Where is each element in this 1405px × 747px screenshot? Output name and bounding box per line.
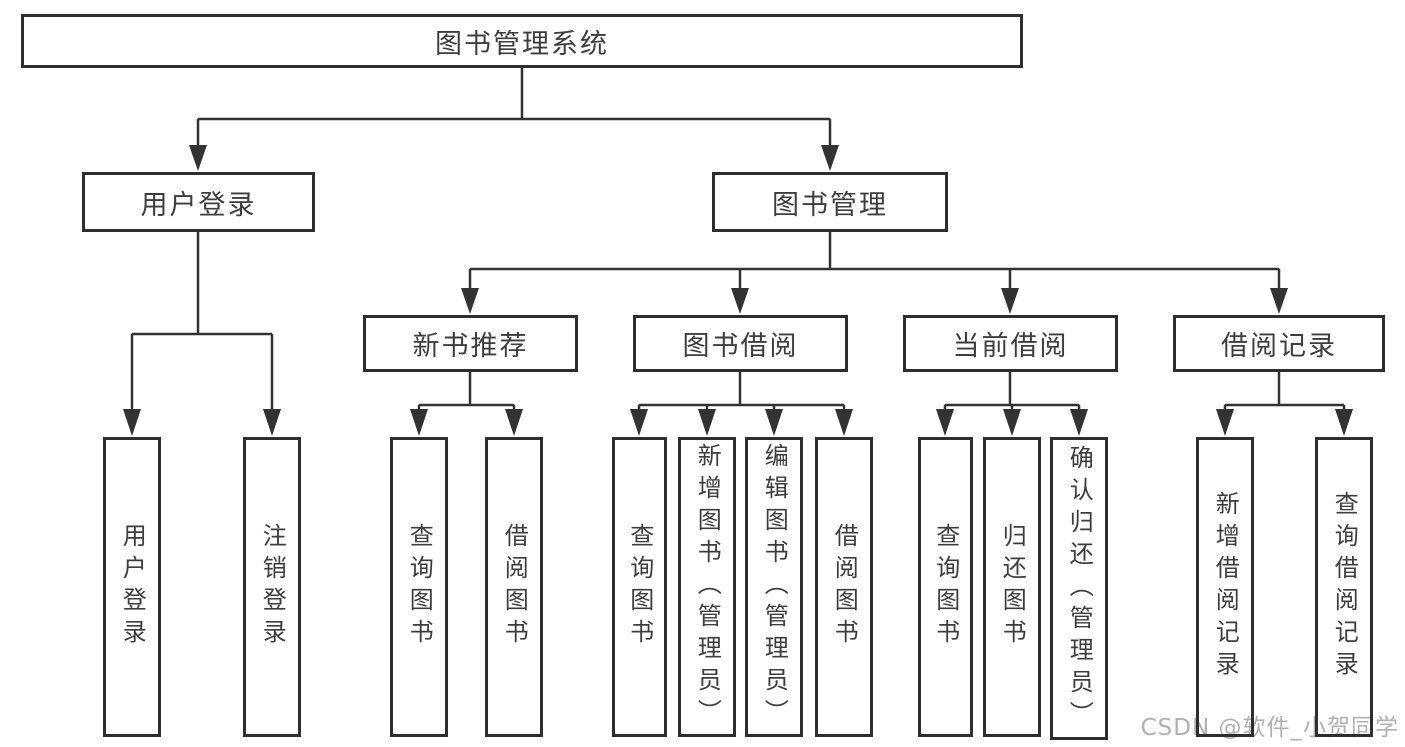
leaf-logout-label: 注销登录 [258,523,287,651]
leaf-query-books-borrow-label: 查询图书 [625,523,654,651]
arrow-icon [936,409,954,436]
node-new-book-recommend-label: 新书推荐 [412,331,529,362]
leaf-add-borrow-record: 新增借阅记录 [1196,437,1254,737]
node-book-management: 图书管理 [712,172,948,232]
node-book-borrow-label: 图书借阅 [682,331,799,362]
leaf-add-borrow-record-label: 新增借阅记录 [1211,491,1240,683]
leaf-edit-book-admin: 编辑图书（管理员） [745,437,803,737]
leaf-query-borrow-record-label: 查询借阅记录 [1330,491,1359,683]
node-current-borrow: 当前借阅 [903,315,1118,372]
arrow-icon [731,288,749,314]
leaf-query-books-current-label: 查询图书 [931,523,960,651]
node-user-login-label: 用户登录 [140,189,257,221]
leaf-return-book-label: 归还图书 [998,523,1027,651]
arrow-icon [765,409,783,436]
leaf-add-book-admin-label: 新增图书（管理员） [693,443,722,731]
connector-mgmt-to-submodules [468,232,1281,290]
leaf-edit-book-admin-label: 编辑图书（管理员） [760,443,789,731]
arrow-icon [1216,409,1234,436]
leaf-user-login-label: 用户登录 [118,523,147,651]
leaf-user-login: 用户登录 [103,437,161,737]
connector-root-to-modules [196,68,832,150]
arrow-icon [263,409,281,436]
node-book-management-label: 图书管理 [772,189,888,221]
leaf-query-borrow-record: 查询借阅记录 [1315,437,1373,737]
leaf-add-book-admin: 新增图书（管理员） [678,437,736,737]
arrow-icon [461,288,479,314]
leaf-confirm-return-admin: 确认归还（管理员） [1050,437,1108,740]
csdn-watermark: CSDN @软件_小贺同学 [1140,715,1399,741]
leaf-query-books-recommend-label: 查询图书 [405,523,434,651]
leaf-query-books-recommend: 查询图书 [390,437,448,737]
arrow-icon [630,409,648,436]
leaf-borrow-books-borrow-label: 借阅图书 [830,523,859,651]
connector-login-to-leaves [130,232,274,412]
arrow-icon [410,409,428,436]
connector-recommend-to-leaves [417,372,516,412]
node-library-system: 图书管理系统 [21,14,1023,68]
node-book-borrow: 图书借阅 [633,315,848,372]
node-current-borrow-label: 当前借阅 [952,331,1069,362]
leaf-confirm-return-admin-label: 确认归还（管理员） [1065,444,1094,733]
leaf-logout: 注销登录 [243,437,301,737]
node-borrow-records: 借阅记录 [1173,315,1385,372]
arrow-icon [821,145,839,171]
leaf-return-book: 归还图书 [983,437,1041,737]
leaf-borrow-books-recommend: 借阅图书 [485,437,543,737]
arrow-icon [1001,288,1019,314]
node-user-login: 用户登录 [82,172,315,232]
leaf-borrow-books-borrow: 借阅图书 [815,437,873,737]
connector-borrow-to-leaves [637,372,846,412]
arrow-icon [698,409,716,436]
arrow-icon [1003,409,1021,436]
arrow-icon [1270,288,1288,314]
node-borrow-records-label: 借阅记录 [1221,331,1337,362]
leaf-query-books-borrow: 查询图书 [612,437,667,737]
connector-records-to-leaves [1223,372,1346,412]
arrowheads [123,145,1353,436]
connector-current-to-leaves [943,372,1081,412]
arrow-icon [1335,409,1353,436]
node-library-system-label: 图书管理系统 [435,28,609,60]
arrow-icon [505,409,523,436]
arrow-icon [1070,409,1088,436]
leaf-query-books-current: 查询图书 [918,437,973,737]
node-new-book-recommend: 新书推荐 [363,315,578,372]
leaf-borrow-books-recommend-label: 借阅图书 [500,523,529,651]
arrow-icon [835,409,853,436]
arrow-icon [189,145,207,171]
arrow-icon [123,409,141,436]
